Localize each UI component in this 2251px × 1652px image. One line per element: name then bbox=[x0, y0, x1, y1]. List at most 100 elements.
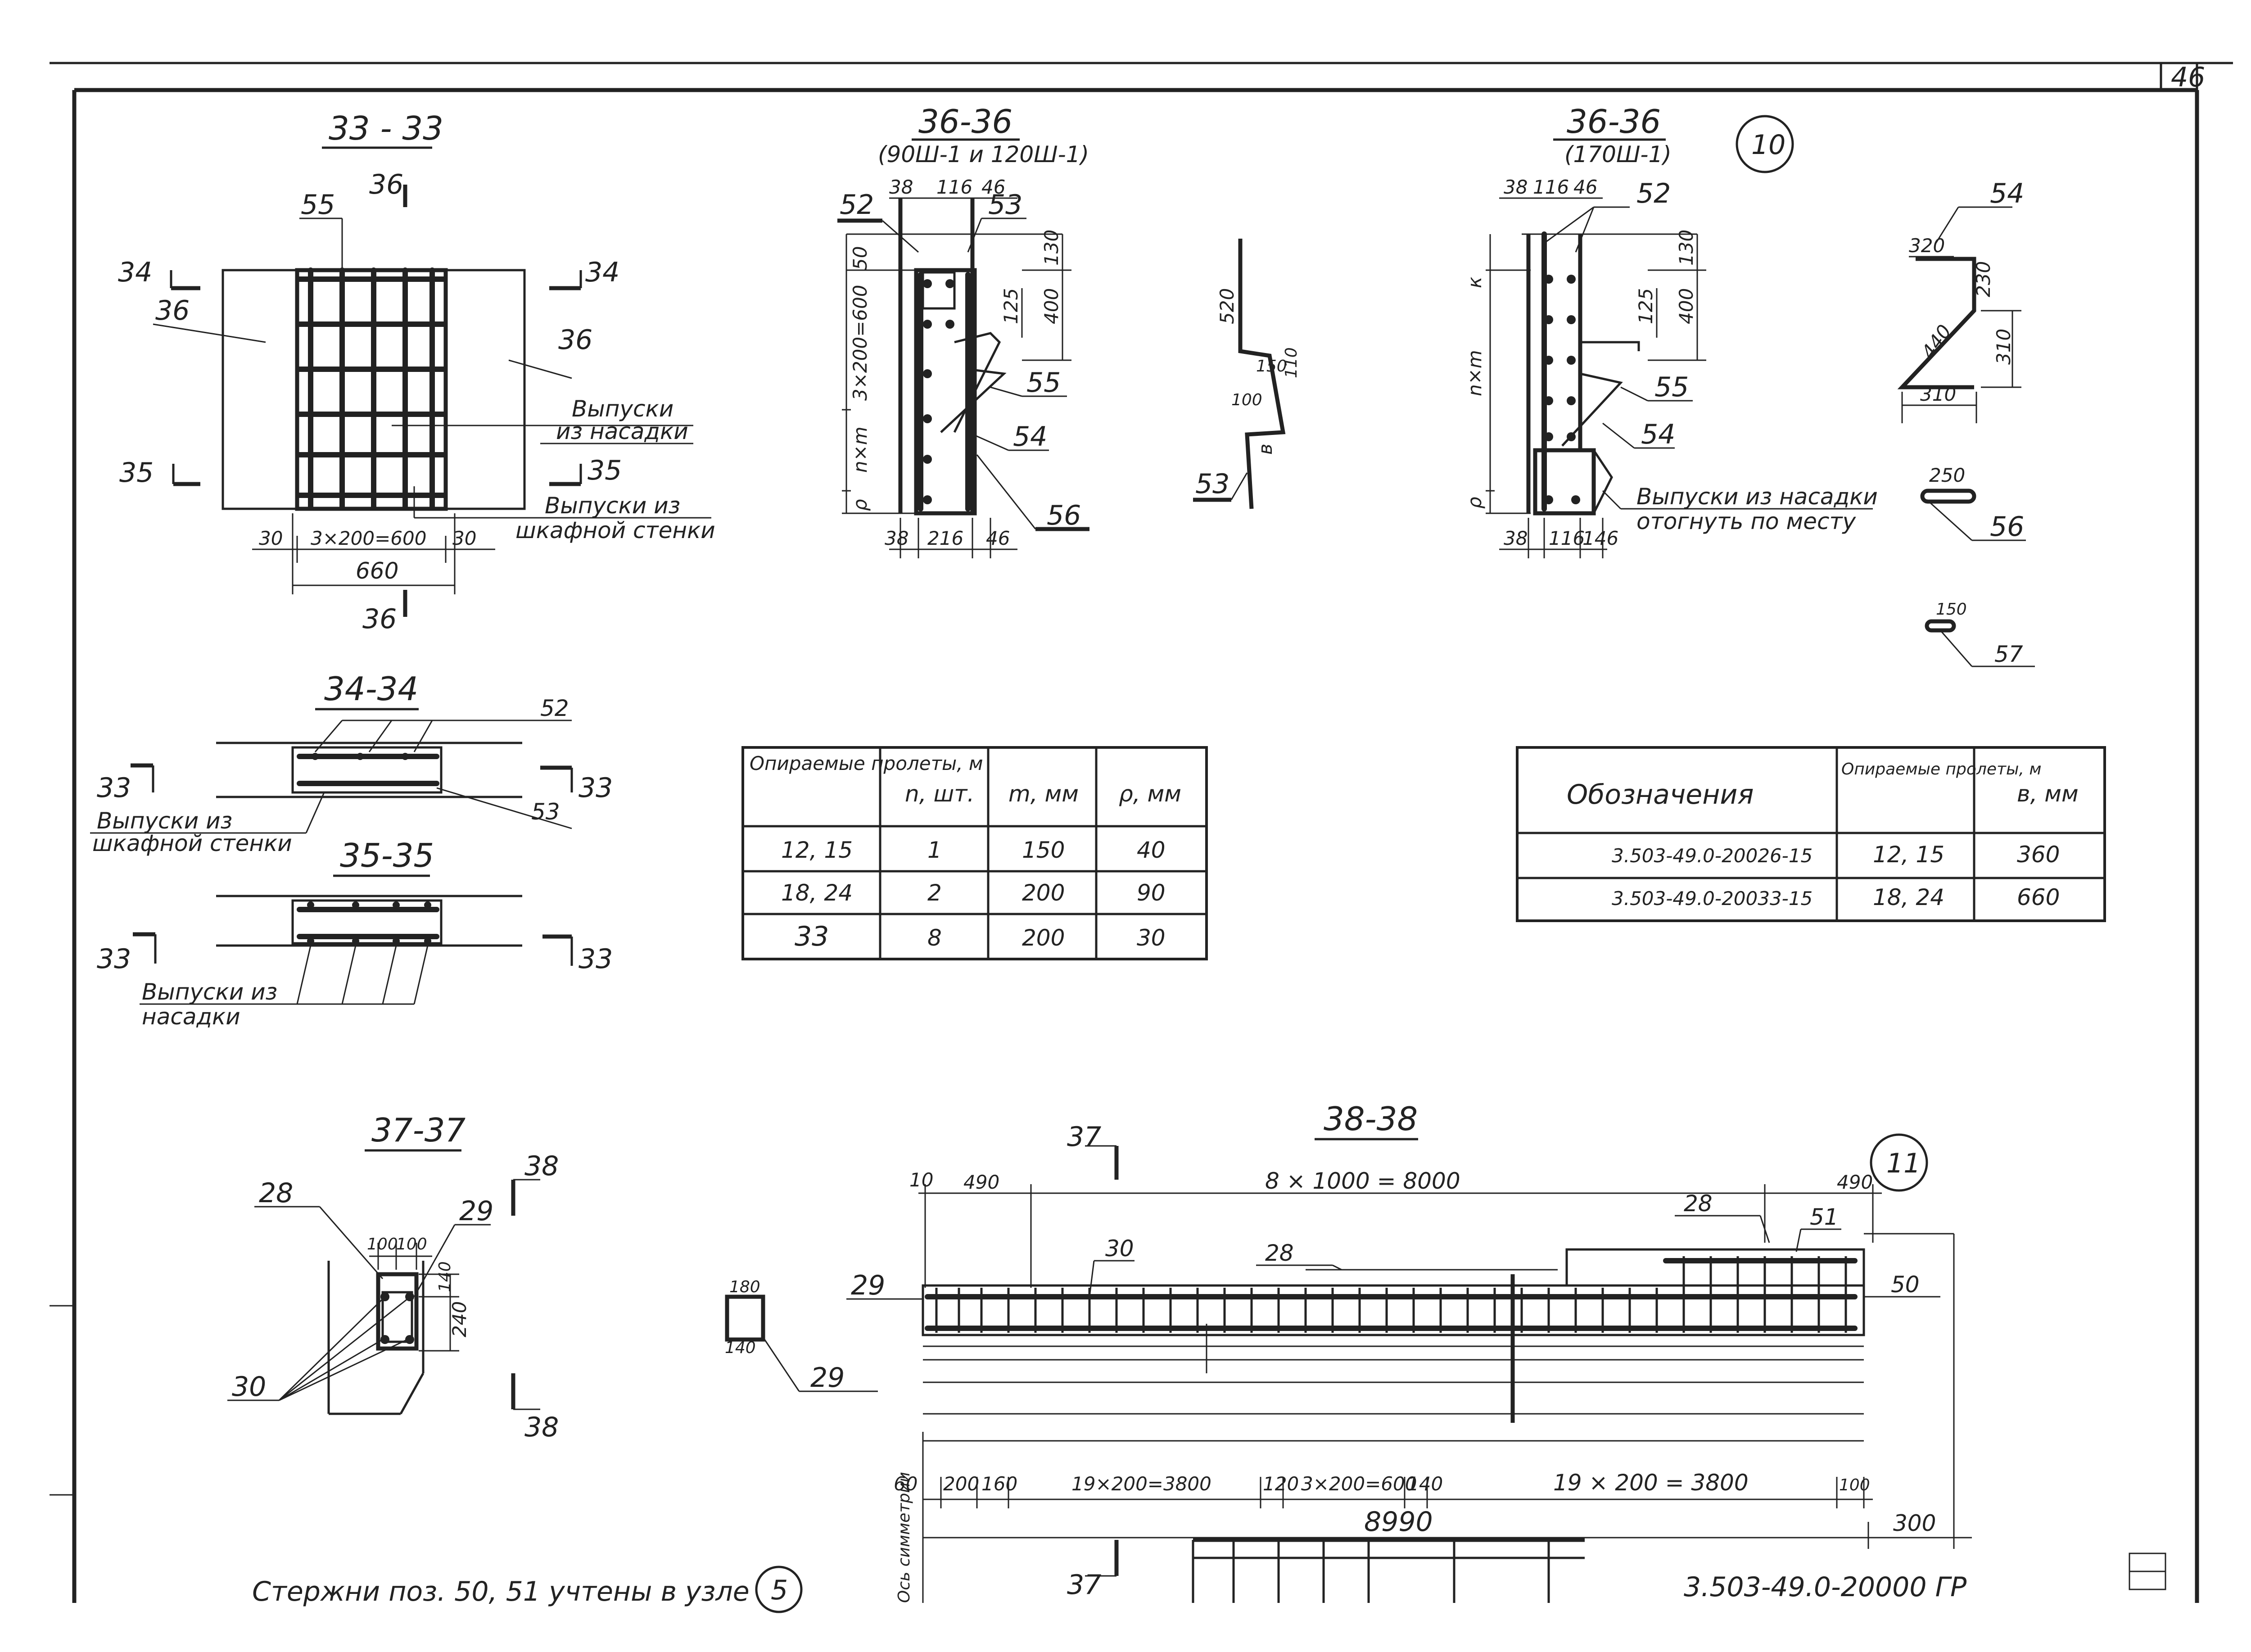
sec36b-mark-55: 55 bbox=[1654, 371, 1689, 403]
sec36b-mark-54: 54 bbox=[1641, 419, 1675, 450]
sec38-dim-span: 8 × 1000 = 8000 bbox=[1265, 1168, 1460, 1194]
sec36b-bottom-dim-146: 146 bbox=[1582, 527, 1618, 549]
sec33-mark-36-right: 36 bbox=[558, 324, 592, 356]
sec34-note-1: Выпуски из bbox=[97, 808, 232, 834]
sec33-note-wall-2: шкафной стенки bbox=[515, 517, 715, 543]
sec33-dim-left: 30 bbox=[259, 527, 283, 549]
sec36a-dim-p: ρ bbox=[849, 499, 871, 511]
sec38-bdim-140: 140 bbox=[1407, 1473, 1443, 1495]
sec38-bdim-200: 200 bbox=[943, 1473, 979, 1495]
sec35-title: 35-35 bbox=[340, 837, 434, 874]
node-10-label: 10 bbox=[1751, 129, 1785, 161]
table1-header-n: n, шт. bbox=[905, 781, 974, 807]
sec36b-note-2: отогнуть по месту bbox=[1636, 508, 1857, 534]
sec36a-bottom-dim-216: 216 bbox=[927, 527, 963, 549]
sec38-dim-490-right: 490 bbox=[1837, 1171, 1873, 1193]
node-marker-10: 10 bbox=[1736, 115, 1794, 173]
bar53-dim-110: 110 bbox=[1282, 347, 1301, 378]
sec34-title: 34-34 bbox=[324, 670, 418, 708]
sec36b-note-1: Выпуски из насадки bbox=[1636, 484, 1878, 510]
node-marker-11: 11 bbox=[1870, 1133, 1928, 1192]
sec36a-dim-130: 130 bbox=[1040, 230, 1062, 266]
sec38-bdim-600: 3×200=600 bbox=[1301, 1473, 1417, 1495]
sec36a-dim-125: 125 bbox=[1000, 288, 1022, 324]
sec36a-subtitle: (90Ш-1 и 120Ш-1) bbox=[878, 141, 1089, 167]
bar54-dim-440: 440 bbox=[1917, 321, 1956, 363]
sec36a-bottom-dim-46: 46 bbox=[986, 527, 1010, 549]
sec37-mark-29: 29 bbox=[459, 1195, 493, 1227]
stirrup29-mark: 29 bbox=[810, 1362, 845, 1394]
section-33-33: 33 - 33 34 34 36 36 36 36 35 35 bbox=[118, 109, 715, 635]
sec33-rebar-grid bbox=[297, 267, 446, 509]
sec36b-dim-k: к bbox=[1464, 276, 1486, 288]
sec37-dim-100a: 100 bbox=[367, 1235, 398, 1254]
sec36b-subtitle: (170Ш-1) bbox=[1564, 141, 1672, 167]
table1-r2-c3: 200 bbox=[1022, 880, 1065, 906]
sec37-mark-30: 30 bbox=[232, 1371, 266, 1403]
sec37-title: 37-37 bbox=[371, 1111, 466, 1149]
sec36b-dim-nxm: n×m bbox=[1464, 350, 1486, 396]
bar56-mark: 56 bbox=[1990, 511, 2024, 543]
sec36a-mark-53: 53 bbox=[988, 189, 1022, 221]
sec35-mark-33-left: 33 bbox=[97, 943, 131, 975]
section-34-34: 34-34 52 53 33 33 Выпуски из шкафной сте… bbox=[90, 670, 613, 856]
sheet-frame bbox=[50, 62, 2233, 1603]
sec36a-mark-54: 54 bbox=[1013, 421, 1047, 453]
table2-header-v: в, мм bbox=[2017, 781, 2079, 807]
sec36b-mark-52: 52 bbox=[1636, 178, 1671, 209]
sec38-mark-50: 50 bbox=[1891, 1272, 1920, 1298]
sec33-mark-36-top: 36 bbox=[369, 169, 403, 200]
table1-header-spans: Опираемые пролеты, м bbox=[750, 752, 983, 774]
sec38-bdim-100: 100 bbox=[1839, 1476, 1870, 1494]
sec33-mark-34-left: 34 bbox=[118, 257, 152, 288]
bar53-dim-v: в bbox=[1254, 444, 1276, 455]
sec37-dim-240: 240 bbox=[448, 1301, 470, 1337]
table2-r2-c2: 18, 24 bbox=[1873, 884, 1944, 910]
table1-r3-c4: 30 bbox=[1137, 925, 1166, 951]
sec36a-dim-3x200: 3×200=600 bbox=[849, 285, 871, 401]
table1-r3-c3: 200 bbox=[1022, 925, 1065, 951]
sec37-dim-100b: 100 bbox=[396, 1235, 427, 1254]
bar-53-detail: 520 150 110 100 в 53 bbox=[1193, 239, 1301, 509]
bar-56-detail: 250 56 bbox=[1920, 464, 2026, 543]
sec38-mark-28b: 28 bbox=[1684, 1190, 1713, 1217]
section-38-38: 38-38 37 37 10 490 8 × 1000 = 8000 490 bbox=[846, 1100, 1972, 1603]
table2-header-designation: Обозначения bbox=[1567, 779, 1754, 810]
sec33-mark-55: 55 bbox=[301, 189, 335, 221]
sec37-mark-38-top: 38 bbox=[524, 1150, 559, 1182]
stirrup-29-detail: 180 140 29 bbox=[725, 1278, 878, 1394]
bar56-dim: 250 bbox=[1929, 464, 1965, 486]
sec33-note-nasadka-1: Выпуски bbox=[572, 396, 673, 422]
section-35-35: 35-35 33 33 Выпуски из насадки bbox=[97, 837, 613, 1030]
sec33-mark-34-right: 34 bbox=[585, 257, 619, 288]
bar54-dim-230: 230 bbox=[1972, 261, 1994, 297]
sec36a-mark-55: 55 bbox=[1026, 367, 1061, 398]
sec33-note-nasadka-2: из насадки bbox=[556, 418, 688, 444]
footnote-text: Стержни поз. 50, 51 учтены в узле bbox=[252, 1576, 750, 1607]
sec34-mark-53: 53 bbox=[531, 799, 560, 825]
sec36a-dim-nxm: n×m bbox=[849, 426, 871, 473]
sec38-bdim-160: 160 bbox=[981, 1473, 1017, 1495]
table1-header-m: m, мм bbox=[1008, 781, 1079, 807]
sec33-dim-right: 30 bbox=[452, 527, 476, 549]
title-block-stub: 3.503-49.0-20000 ГР bbox=[1192, 1538, 2166, 1603]
sec38-total: 8990 bbox=[1364, 1506, 1433, 1538]
sec35-note-2: насадки bbox=[142, 1004, 240, 1030]
sec36a-title: 36-36 bbox=[918, 103, 1012, 140]
sec35-note-1: Выпуски из bbox=[142, 979, 277, 1005]
table1-r1-c4: 40 bbox=[1137, 837, 1166, 863]
sec33-dim-total: 660 bbox=[356, 558, 398, 584]
bar53-dim-520: 520 bbox=[1216, 288, 1238, 324]
table2-header-spans: Опираемые пролеты, м bbox=[1841, 760, 2042, 778]
footnote-node-label: 5 bbox=[771, 1575, 788, 1606]
sec36a-dim-50: 50 bbox=[849, 246, 871, 270]
bar54-dim-310-h: 310 bbox=[1920, 383, 1956, 405]
doc-code: 3.503-49.0-20000 ГР bbox=[1684, 1571, 1967, 1603]
sec35-mark-33-right: 33 bbox=[579, 943, 613, 975]
table-spans: Опираемые пролеты, м n, шт. m, мм ρ, мм … bbox=[741, 746, 1208, 960]
table1-r1-c2: 1 bbox=[927, 837, 942, 863]
sec36a-mark-52: 52 bbox=[840, 189, 874, 221]
sec36b-dim-400: 400 bbox=[1675, 288, 1697, 324]
sec38-cut-37-bottom: 37 bbox=[1067, 1569, 1101, 1601]
